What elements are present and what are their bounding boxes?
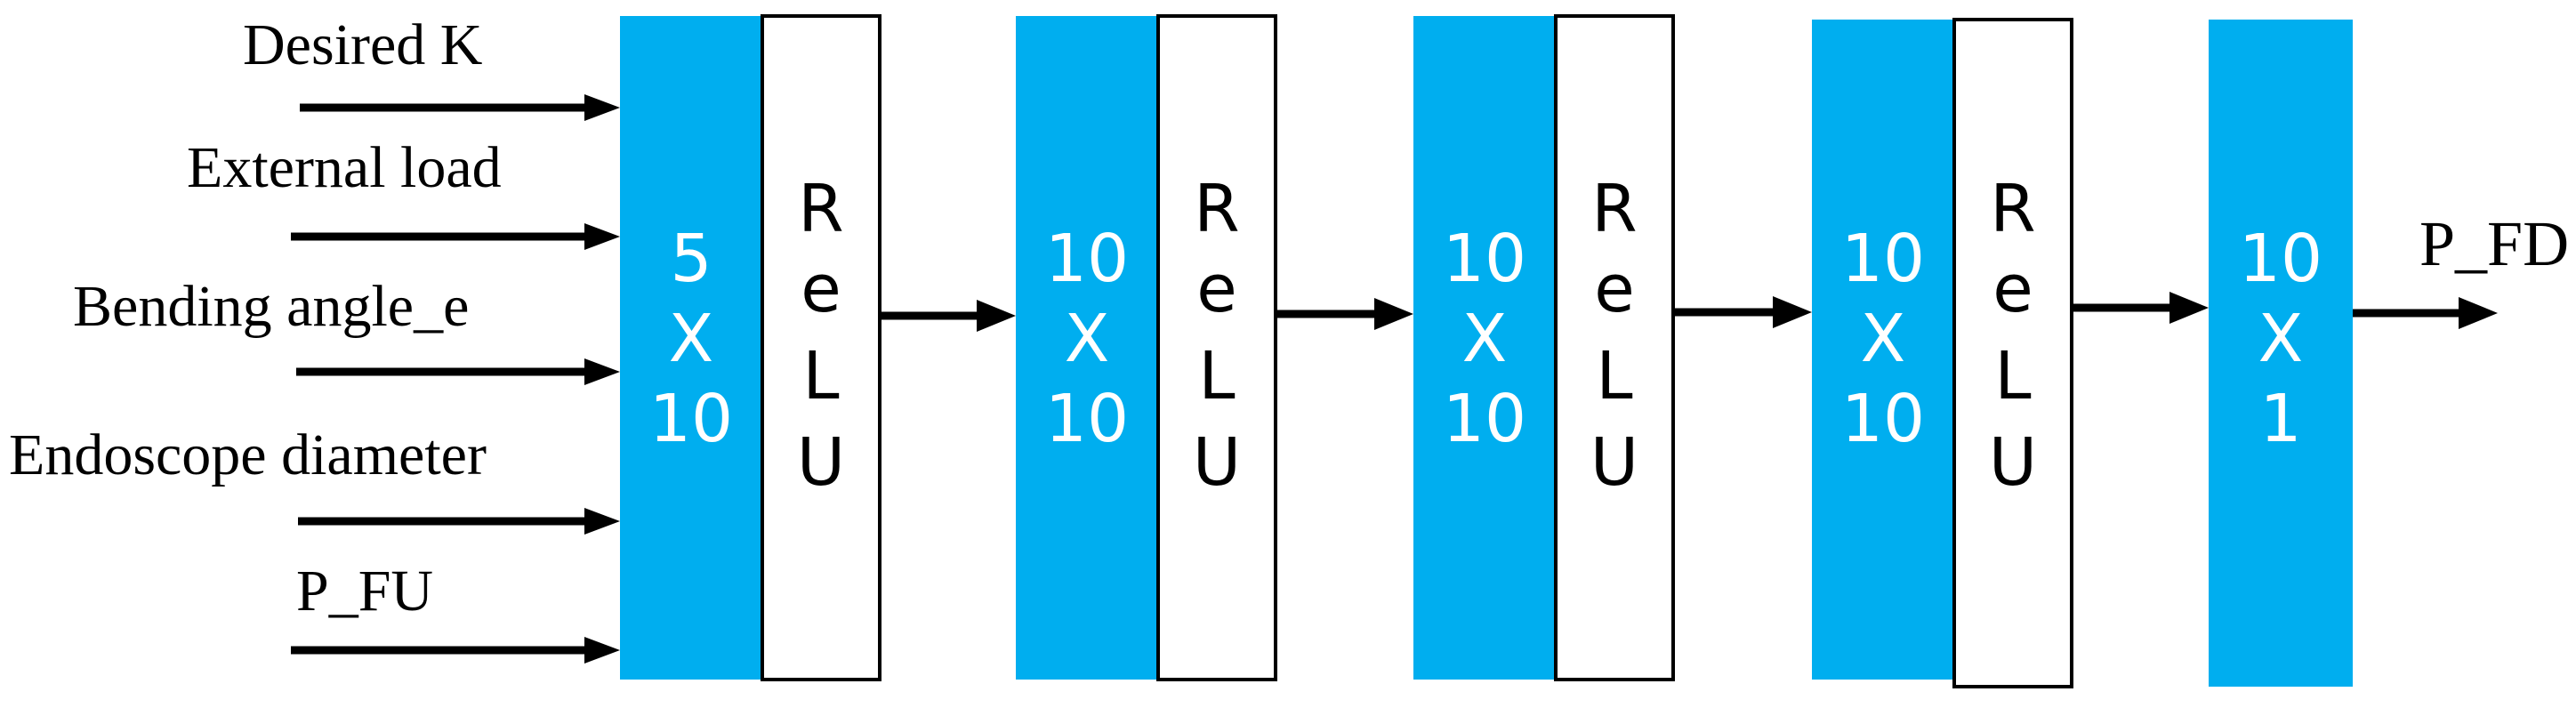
layer-4-dim-1: 10 <box>1841 221 1925 297</box>
relu-2-char-3: L <box>1198 338 1235 414</box>
relu-2-char-4: U <box>1193 424 1241 501</box>
connector-arrow-3-head <box>1773 296 1812 328</box>
connector-arrow-1-head <box>977 300 1016 332</box>
input-label-2: External load <box>187 135 502 200</box>
relu-3-char-1: R <box>1591 171 1637 247</box>
connector-arrow-2-head <box>1374 298 1413 330</box>
layer-box-3 <box>1413 16 1556 680</box>
layer-box-4 <box>1812 20 1954 680</box>
layer-3-dim-3: 10 <box>1443 381 1526 457</box>
relu-4-char-3: L <box>1994 338 2031 414</box>
relu-box-3 <box>1554 14 1675 681</box>
layer-2-dim-2: X <box>1065 301 1110 377</box>
layer-5-dim-3: 1 <box>2259 381 2301 457</box>
connector-arrow-3 <box>1673 296 1812 328</box>
relu-3-char-2: e <box>1594 251 1635 327</box>
relu-1-char-4: U <box>797 424 845 501</box>
layer-4-dim-3: 10 <box>1841 381 1925 457</box>
input-arrow-1-head <box>584 94 620 121</box>
relu-box-4 <box>1952 18 2073 688</box>
connector-arrow-2 <box>1276 298 1413 330</box>
input-arrow-3-head <box>584 358 620 385</box>
layer-4-dim-2: X <box>1861 301 1906 377</box>
input-arrow-2-head <box>584 223 620 250</box>
relu-2-char-2: e <box>1196 251 1237 327</box>
layer-3-dim-1: 10 <box>1443 221 1526 297</box>
relu-box-2 <box>1156 14 1277 681</box>
input-label-4: Endoscope diameter <box>9 422 487 487</box>
relu-4-char-2: e <box>1992 251 2033 327</box>
output-arrow <box>2353 297 2498 329</box>
relu-1-char-3: L <box>802 338 839 414</box>
input-arrow-5 <box>291 637 620 664</box>
connector-arrow-4-head <box>2169 292 2209 324</box>
input-label-3: Bending angle_e <box>73 274 469 339</box>
input-arrow-2 <box>291 223 620 250</box>
connector-arrow-1 <box>880 300 1016 332</box>
input-arrow-1 <box>300 94 620 121</box>
layer-box-5 <box>2209 20 2353 687</box>
layer-1-dim-2: X <box>669 301 714 377</box>
input-arrow-5-head <box>584 637 620 664</box>
input-arrow-3 <box>296 358 620 385</box>
output-label: P_FD <box>2419 208 2569 279</box>
input-arrow-4 <box>298 508 620 535</box>
layer-5-dim-2: X <box>2258 301 2304 377</box>
layer-3-dim-2: X <box>1462 301 1508 377</box>
input-label-5: P_FU <box>296 559 433 624</box>
input-arrow-4-head <box>584 508 620 535</box>
relu-3-char-3: L <box>1596 338 1632 414</box>
relu-1-char-1: R <box>798 171 843 247</box>
input-label-1: Desired K <box>243 12 482 77</box>
relu-4-char-4: U <box>1989 424 2037 501</box>
relu-box-1 <box>761 14 881 681</box>
layer-2-dim-1: 10 <box>1045 221 1129 297</box>
connector-group <box>880 292 2209 332</box>
layer-1-dim-1: 5 <box>670 221 712 297</box>
relu-2-char-1: R <box>1194 171 1239 247</box>
output-arrow-head <box>2459 297 2498 329</box>
layer-box-1 <box>620 16 762 680</box>
relu-1-char-2: e <box>801 251 841 327</box>
layer-5-dim-1: 10 <box>2239 221 2322 297</box>
layer-1-dim-3: 10 <box>649 381 733 457</box>
connector-arrow-4 <box>2072 292 2209 324</box>
output-group: P_FD <box>2353 208 2569 329</box>
layer-box-2 <box>1016 16 1158 680</box>
relu-4-char-1: R <box>1990 171 2035 247</box>
relu-3-char-4: U <box>1590 424 1638 501</box>
layer-2-dim-3: 10 <box>1045 381 1129 457</box>
